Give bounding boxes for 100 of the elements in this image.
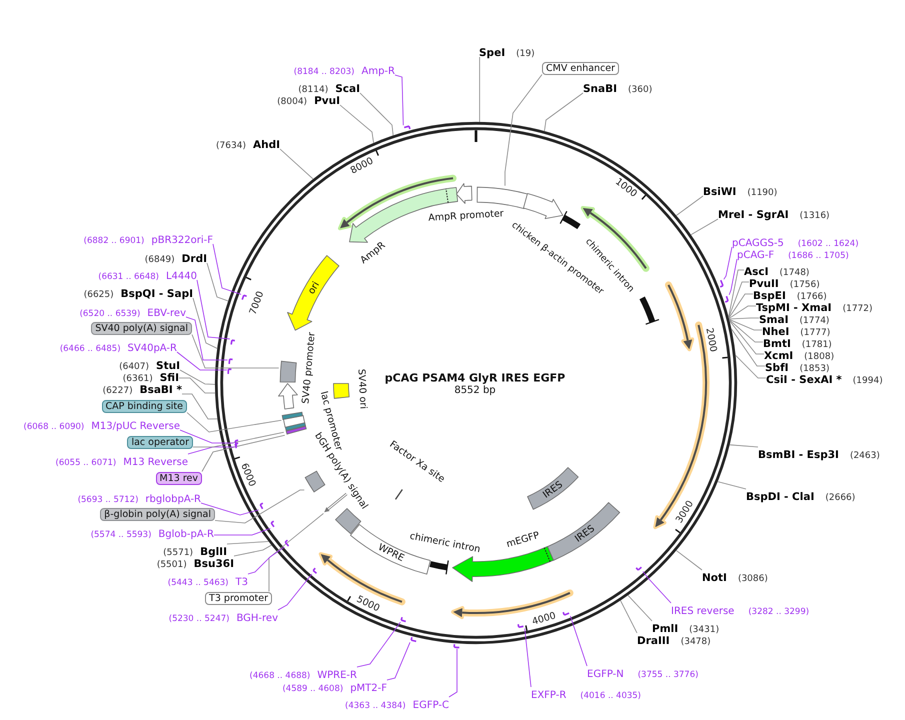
leader-line xyxy=(202,434,286,472)
leader-line xyxy=(642,571,672,604)
site-position: (360) xyxy=(628,85,652,95)
feature-segment xyxy=(476,186,529,210)
feature-tag: T3 promoter xyxy=(205,592,272,604)
scale-label: 2000 xyxy=(704,328,718,353)
primer-name: EXFP-R xyxy=(531,690,566,701)
feature-label: AmpR promoter xyxy=(428,208,504,224)
primer-name: pCAG-F xyxy=(737,250,774,261)
primer-name: EGFP-C xyxy=(412,700,449,711)
scale-label: 7000 xyxy=(248,290,266,316)
site-position: (8004) xyxy=(277,97,308,107)
leader-line xyxy=(356,622,401,668)
leader-line xyxy=(479,56,480,122)
enzyme-name: StuI xyxy=(156,360,180,372)
enzyme-name: ScaI xyxy=(335,83,360,95)
site-position: (1774) xyxy=(800,316,830,326)
primer-position: (6882 .. 6901) xyxy=(84,236,144,246)
primer-site-mark xyxy=(234,442,240,450)
enzyme-name: SpeI xyxy=(479,47,506,59)
site-position: (3431) xyxy=(689,625,720,635)
primer-site-mark xyxy=(400,616,408,622)
enzyme-name: TspMI - XmaI xyxy=(756,302,832,314)
site-position: (1772) xyxy=(842,304,873,314)
enzyme-name: BspEI xyxy=(753,290,786,302)
leader-line xyxy=(214,528,271,536)
enzyme-name: BspQI - SapI xyxy=(120,288,193,300)
site-position: (2666) xyxy=(825,493,856,503)
leader-line xyxy=(192,298,218,349)
site-position: (6227) xyxy=(102,386,133,396)
leader-line xyxy=(729,444,758,448)
leader-line xyxy=(717,481,746,490)
leader-line xyxy=(728,270,744,318)
feature-tag: β-globin poly(A) signal xyxy=(100,508,215,520)
enzyme-name: BglII xyxy=(200,546,227,558)
primer-name: pCAGGS-5 xyxy=(732,238,784,249)
feature-label: chimeric intron xyxy=(408,530,482,556)
site-position: (1748) xyxy=(780,268,810,278)
enzyme-name: BspDI - ClaI xyxy=(746,491,814,503)
leader-line xyxy=(570,616,588,666)
leader-line xyxy=(340,104,374,144)
leader-line xyxy=(212,244,242,295)
site-position: (5501) xyxy=(156,560,187,570)
feature-tag: SV40 poly(A) signal xyxy=(91,322,192,334)
leader-line xyxy=(180,430,234,444)
scale-label: 6000 xyxy=(240,462,257,488)
enzyme-name: DrdI xyxy=(182,253,207,265)
leader-line xyxy=(206,262,229,302)
leader-line xyxy=(728,319,762,330)
leader-line xyxy=(200,502,260,516)
primer-position: (5693 .. 5712) xyxy=(78,495,138,505)
primer-name: Amp-R xyxy=(362,66,395,77)
primer-site-mark xyxy=(241,294,248,302)
primer-name: Bglob-pA-R xyxy=(158,529,214,540)
feature-tag: lac operator xyxy=(127,436,193,448)
primer-position: (5230 .. 5247) xyxy=(168,614,230,624)
primer-site-mark xyxy=(284,538,290,548)
enzyme-name: MreI - SgrAI xyxy=(718,209,789,221)
primer-position: (8184 .. 8203) xyxy=(294,67,354,77)
site-position: (1756) xyxy=(790,280,820,290)
primer-name: rbglobpA-R xyxy=(145,494,201,505)
primer-site-mark xyxy=(234,438,239,448)
primer-position: (4016 .. 4035) xyxy=(580,691,642,701)
leader-line xyxy=(690,218,718,236)
leader-line xyxy=(730,328,766,366)
site-position: (6407) xyxy=(119,362,150,372)
enzyme-name: Bsu36I xyxy=(194,558,234,570)
leader-line xyxy=(248,546,285,574)
scale-label: 5000 xyxy=(356,594,382,614)
enzyme-name: BsaBI * xyxy=(140,384,182,396)
enzyme-name: SfiI xyxy=(160,372,179,384)
leader-line xyxy=(676,196,704,216)
enzyme-name: AhdI xyxy=(252,139,280,151)
leader-line xyxy=(268,513,324,592)
enzyme-name: SmaI xyxy=(759,314,788,326)
primer-position: (4363 .. 4384) xyxy=(345,701,406,711)
leader-line xyxy=(524,628,532,688)
leader-line xyxy=(180,370,216,385)
primer-name: IRES reverse xyxy=(671,606,734,617)
primer-position: (6055 .. 6071) xyxy=(56,458,116,468)
primer-site-mark xyxy=(258,502,264,510)
feature-label: ori xyxy=(306,279,322,296)
primer-site-mark xyxy=(226,368,233,376)
primer-site-mark xyxy=(635,566,643,572)
enzyme-name: SbfI xyxy=(765,362,789,374)
primer-position: (6068 .. 6090) xyxy=(24,422,84,432)
scale-label: 4000 xyxy=(531,611,558,627)
leader-line xyxy=(544,92,584,132)
leader-line xyxy=(178,378,216,394)
site-position: (5571) xyxy=(163,548,194,558)
primer-site-mark xyxy=(312,566,318,574)
site-position: (3086) xyxy=(738,574,768,584)
leader-line xyxy=(728,282,750,318)
enzyme-name: BsiWI xyxy=(703,186,736,198)
primer-name: pMT2-F xyxy=(350,683,387,694)
feature-segment xyxy=(281,410,304,420)
primer-name: pBR322ori-F xyxy=(151,235,213,246)
enzyme-name: XcmI xyxy=(764,350,794,362)
site-position: (8114) xyxy=(298,85,328,95)
primer-name: L4440 xyxy=(166,271,197,282)
